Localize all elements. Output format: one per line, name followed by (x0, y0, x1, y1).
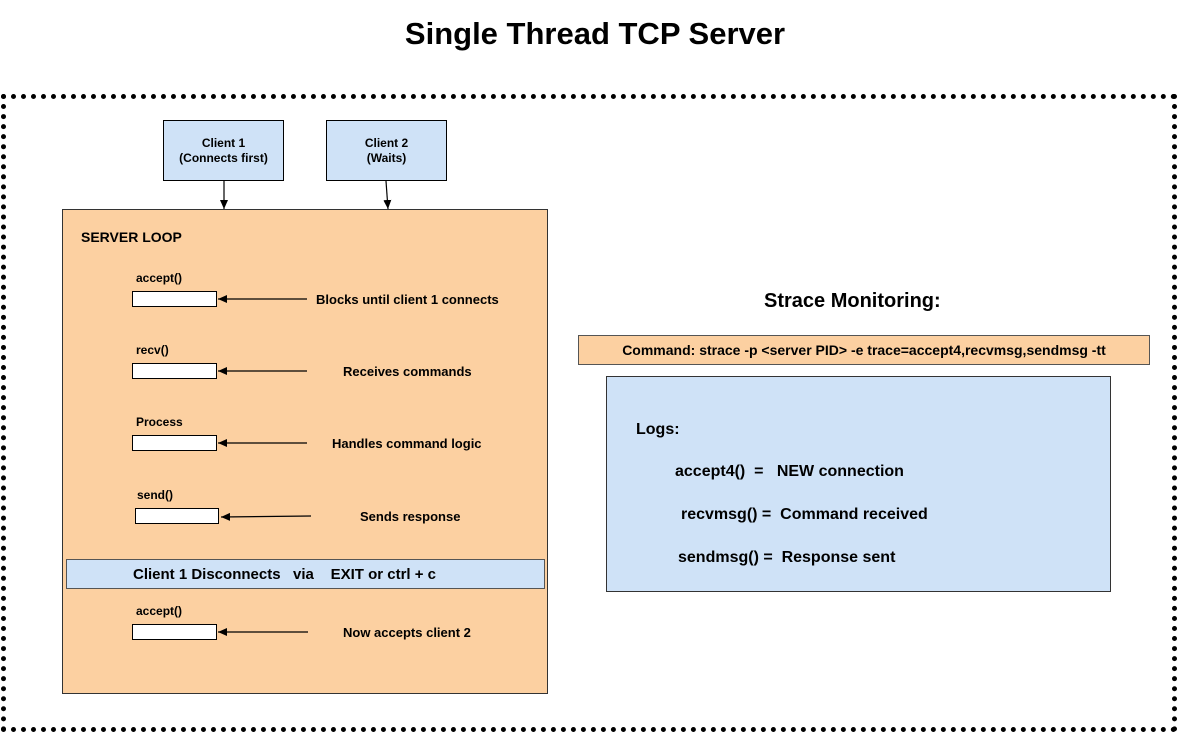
step-accept-label: accept() (136, 271, 183, 285)
step-recv-label: recv() (136, 343, 169, 357)
client-1-name: Client 1 (201, 135, 246, 150)
step-accept-description: Blocks until client 1 connects (316, 292, 499, 307)
step-final-accept-label: accept() (136, 604, 183, 618)
logs-title: Logs: (636, 421, 680, 438)
step-send-box (135, 508, 219, 524)
client-disconnect-text: Client 1 Disconnects via EXIT or ctrl + … (133, 565, 437, 583)
logs-box (606, 376, 1111, 592)
server-loop-box (62, 209, 548, 694)
strace-heading: Strace Monitoring: (764, 290, 941, 312)
diagram-title: Single Thread TCP Server (404, 16, 786, 51)
client-disconnect-band: Client 1 Disconnects via EXIT or ctrl + … (66, 559, 545, 589)
step-final-accept-description: Now accepts client 2 (343, 625, 471, 640)
log-line-sendmsg: sendmsg() = Response sent (678, 549, 896, 566)
step-final-accept-box (132, 624, 217, 640)
arrow-client-2-to-server (383, 180, 392, 210)
client-1-box: Client 1 (Connects first) (163, 120, 284, 181)
log-line-recvmsg: recvmsg() = Command received (681, 506, 928, 523)
server-loop-title: SERVER LOOP (81, 229, 182, 245)
step-process-box (132, 435, 217, 451)
arrow-to-send-box (220, 512, 312, 521)
client-2-name: Client 2 (364, 135, 409, 150)
step-recv-description: Receives commands (343, 364, 472, 379)
client-1-note: (Connects first) (179, 150, 268, 165)
strace-command-box: Command: strace -p <server PID> -e trace… (578, 335, 1150, 365)
step-process-description: Handles command logic (332, 436, 482, 451)
step-recv-box (132, 363, 217, 379)
step-process-label: Process (136, 415, 183, 429)
step-accept-box (132, 291, 217, 307)
strace-command-text: Command: strace -p <server PID> -e trace… (622, 342, 1106, 358)
outer-dotted-frame (1, 94, 1177, 732)
step-send-description: Sends response (360, 509, 461, 524)
client-2-box: Client 2 (Waits) (326, 120, 447, 181)
client-2-note: (Waits) (366, 150, 407, 165)
step-send-label: send() (137, 488, 173, 502)
log-line-accept4: accept4() = NEW connection (675, 463, 904, 480)
